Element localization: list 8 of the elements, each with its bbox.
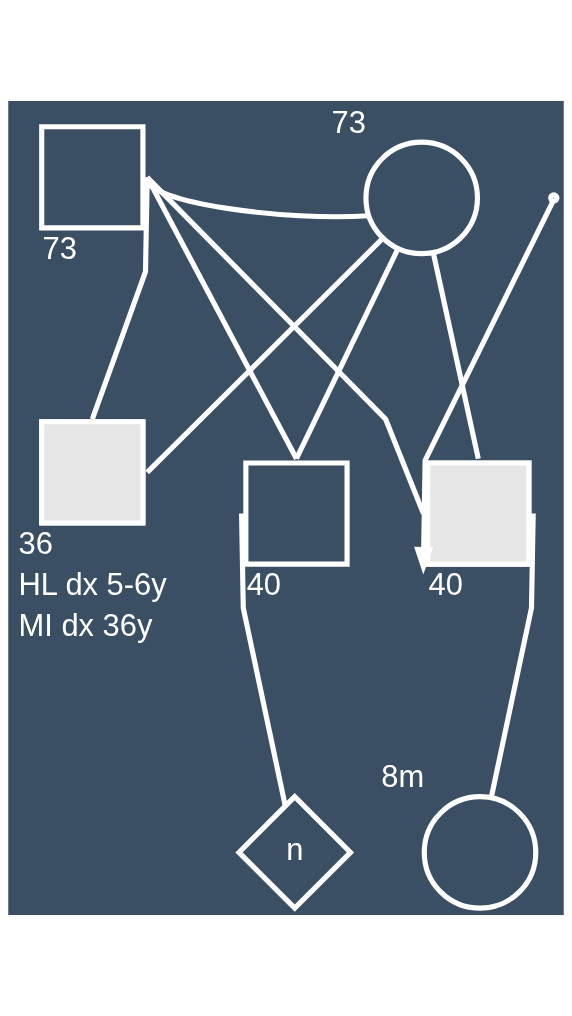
node-label: 73 [42, 230, 77, 266]
node-label: 40 [428, 566, 463, 602]
node-label: 8m [381, 759, 425, 795]
node-label: HL dx 5-6y [18, 566, 167, 602]
node-label: 36 [18, 525, 53, 561]
node-label: MI dx 36y [18, 608, 153, 644]
node-label: 40 [246, 566, 282, 602]
node-label: 73 [331, 104, 366, 140]
